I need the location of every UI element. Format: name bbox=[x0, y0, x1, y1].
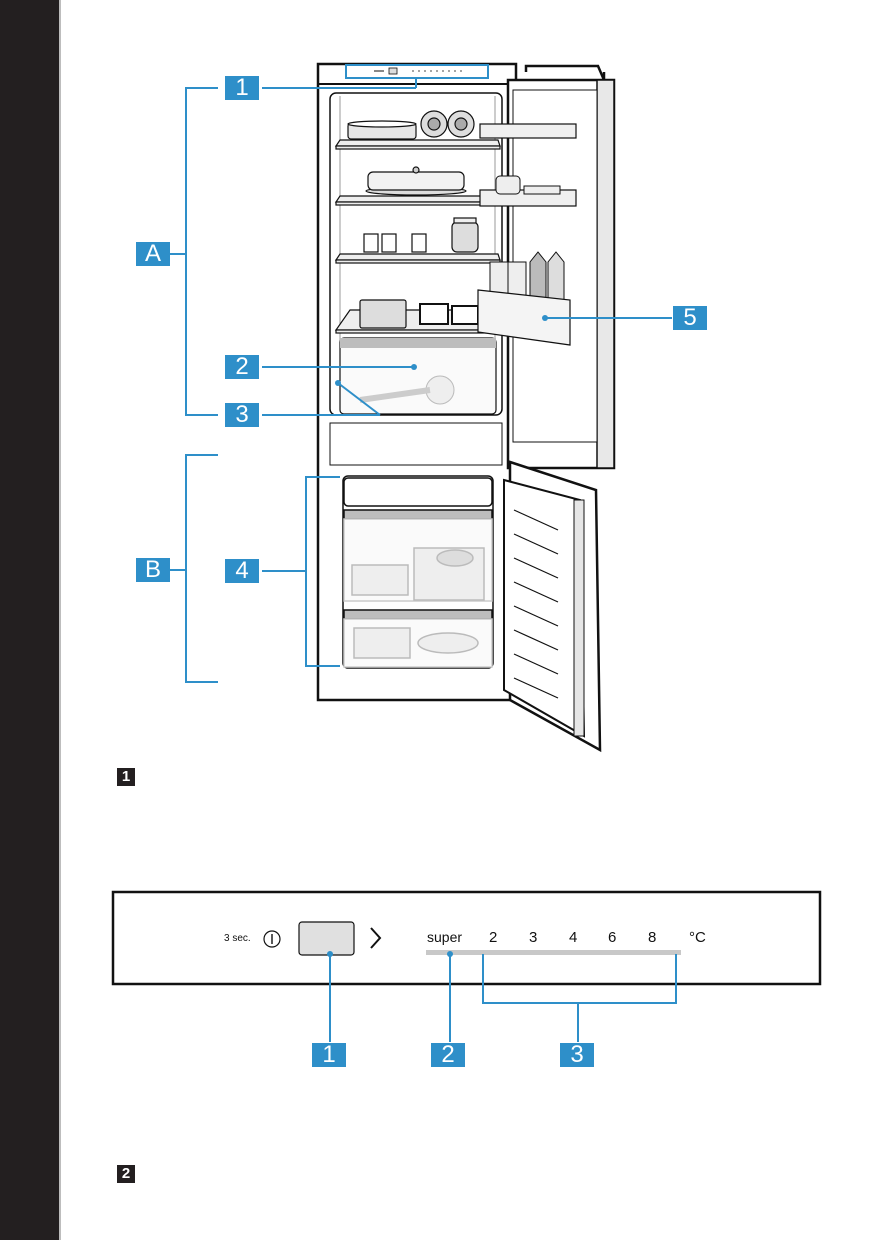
fridge-body bbox=[316, 62, 518, 702]
section-badge-1: 1 bbox=[117, 768, 135, 786]
vegetable-drawer bbox=[339, 337, 497, 415]
zone-label-b: B bbox=[136, 558, 170, 582]
leader-dots bbox=[335, 315, 548, 386]
callout-4: 4 bbox=[225, 559, 259, 583]
callout-5: 5 bbox=[673, 306, 707, 330]
panel-leader-lines bbox=[329, 954, 677, 1042]
sidebar-edge bbox=[59, 0, 61, 1240]
chevron-right-icon bbox=[370, 927, 382, 949]
freezer-drawers bbox=[342, 475, 494, 669]
leader-lines bbox=[170, 78, 672, 683]
temp-2[interactable]: 2 bbox=[489, 929, 498, 946]
super-label[interactable]: super bbox=[427, 929, 463, 945]
callout-1: 1 bbox=[225, 76, 259, 100]
page-sidebar bbox=[0, 0, 59, 1240]
zone-label-a: A bbox=[136, 242, 170, 266]
temp-6[interactable]: 6 bbox=[608, 929, 617, 946]
section-badge-2: 2 bbox=[117, 1165, 135, 1183]
fridge-door bbox=[477, 64, 616, 470]
callout-3: 3 bbox=[225, 403, 259, 427]
temperature-bar bbox=[426, 950, 681, 955]
callout-2: 2 bbox=[225, 355, 259, 379]
power-icon bbox=[263, 930, 281, 948]
food-items bbox=[347, 110, 479, 329]
display-button bbox=[298, 921, 355, 956]
fridge-illustration bbox=[170, 62, 672, 753]
temp-4[interactable]: 4 bbox=[569, 929, 578, 946]
unit-celsius: °C bbox=[689, 929, 706, 946]
temp-3[interactable]: 3 bbox=[529, 929, 538, 946]
panel-callout-2: 2 bbox=[431, 1043, 465, 1067]
freezer-door bbox=[503, 460, 602, 753]
panel-callout-1: 1 bbox=[312, 1043, 346, 1067]
control-panel-frame bbox=[111, 890, 822, 986]
temp-8[interactable]: 8 bbox=[648, 929, 657, 946]
hold-duration-label: 3 sec. bbox=[224, 933, 251, 944]
panel-callout-3: 3 bbox=[560, 1043, 594, 1067]
